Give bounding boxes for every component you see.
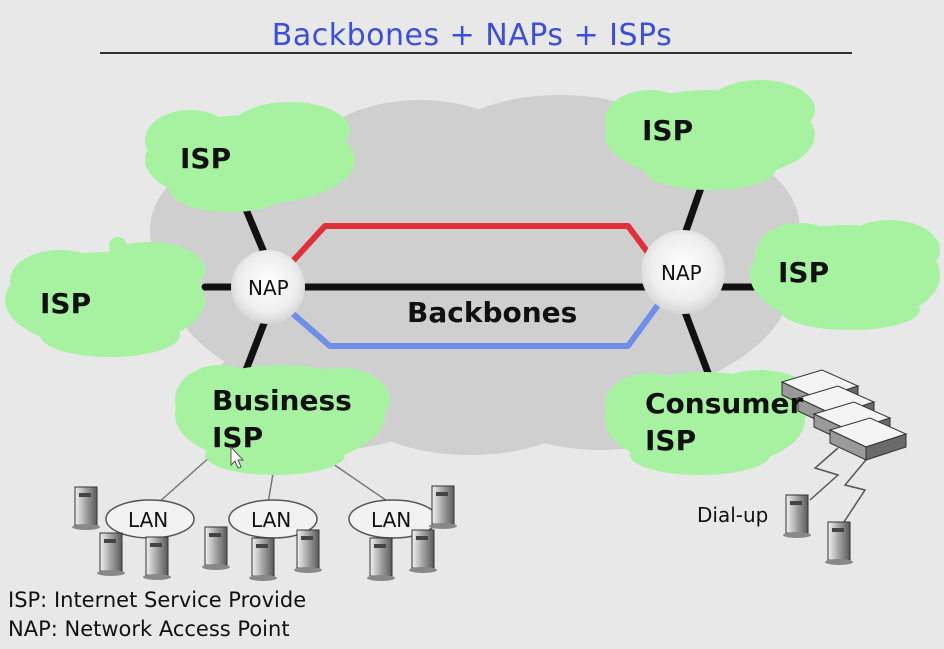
isp-left-label: ISP <box>40 287 91 320</box>
cursor-icon <box>230 445 245 469</box>
cloud-isp-right <box>750 220 940 330</box>
cloud-business-isp <box>175 365 390 475</box>
rack-server-icon <box>828 417 908 461</box>
server-icon <box>249 537 277 581</box>
business-isp-label-line2: ISP <box>212 421 263 454</box>
link-nap-right-consumer-isp <box>681 308 714 382</box>
backbone-blue-link <box>290 303 661 349</box>
dialup-links <box>809 447 871 526</box>
dialup-label: Dial-up <box>697 503 768 527</box>
isp-right-label: ISP <box>778 256 829 289</box>
backbones-label: Backbones <box>407 296 577 329</box>
consumer-isp-label-line2: ISP <box>645 424 696 457</box>
server-icon <box>143 536 171 580</box>
server-icon <box>783 494 811 538</box>
nap-left-circle <box>231 250 305 324</box>
lan1-label: LAN <box>128 508 168 532</box>
nap-right-circle <box>641 230 725 314</box>
isp-top-left-label: ISP <box>180 142 231 175</box>
server-icon <box>825 521 853 565</box>
dialup-server-icons <box>783 494 853 565</box>
backbone-red-link <box>289 223 655 265</box>
server-icon <box>367 537 395 581</box>
server-icon <box>409 529 437 573</box>
diagram-title: Backbones + NAPs + ISPs <box>271 18 673 53</box>
link-nap-left-business-isp <box>239 309 272 382</box>
rack-server-icons <box>780 369 908 461</box>
server-icon <box>97 532 125 576</box>
business-isp-label-line1: Business <box>212 384 352 417</box>
server-icon <box>202 526 230 570</box>
legend-isp: ISP: Internet Service Provide <box>8 588 307 612</box>
consumer-isp-label-line1: Consumer <box>645 387 803 420</box>
lan3-label: LAN <box>371 508 411 532</box>
server-icon <box>429 485 457 529</box>
isp-top-right-label: ISP <box>642 114 693 147</box>
server-icon <box>72 486 100 530</box>
nap-left-label: NAP <box>248 276 289 300</box>
cloud-isp-left <box>5 237 205 357</box>
lan-server-icons <box>72 485 457 581</box>
cloud-isp-top-right <box>605 80 815 190</box>
lan2-label: LAN <box>251 508 291 532</box>
server-icon <box>294 529 322 573</box>
nap-right-label: NAP <box>661 261 702 285</box>
cloud-isp-top-left <box>145 102 355 212</box>
legend-nap: NAP: Network Access Point <box>8 617 290 641</box>
cloud-consumer-isp <box>605 370 815 475</box>
